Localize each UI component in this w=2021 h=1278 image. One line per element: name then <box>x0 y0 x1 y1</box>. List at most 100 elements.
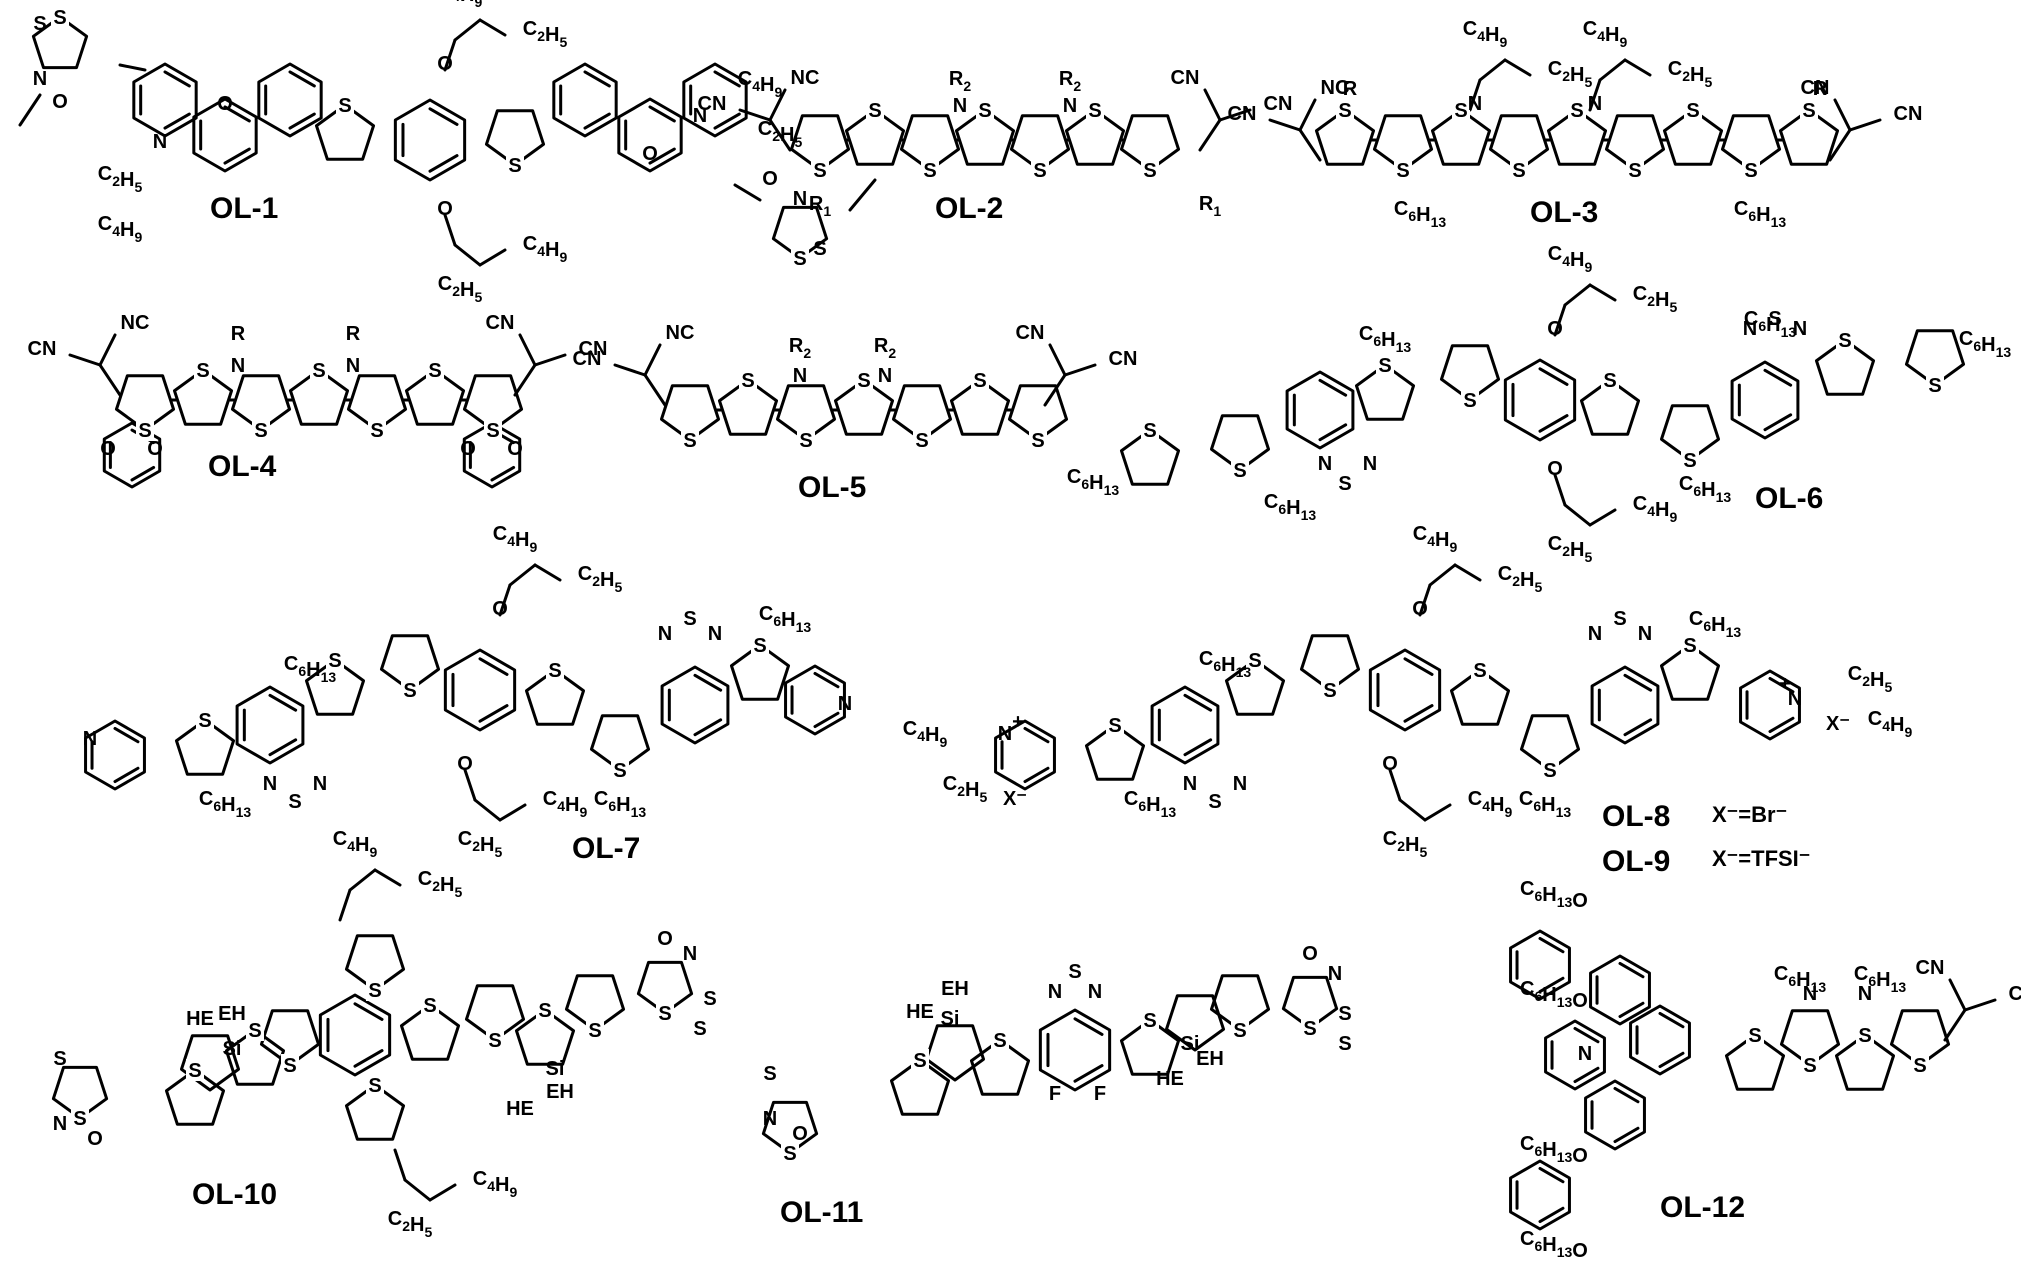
thiophene-ring <box>230 374 292 432</box>
hetero-atom: S <box>1248 650 1261 672</box>
compound-label-ol10: OL-10 <box>192 1178 277 1211</box>
hetero-atom: S <box>1463 390 1476 412</box>
hetero-atom: S <box>793 248 806 270</box>
benzene-ring <box>235 685 305 765</box>
atom-label: O <box>507 438 523 460</box>
thiophene-ring <box>899 114 961 172</box>
counterion-label: X⁻ <box>1826 713 1850 735</box>
benzene-ring <box>660 665 730 745</box>
nitrile-group: CN <box>579 338 608 360</box>
bond <box>338 888 352 922</box>
hetero-atom: S <box>1603 370 1616 392</box>
bond <box>163 112 191 130</box>
atom-label: N <box>1183 773 1197 795</box>
bond <box>1768 676 1795 694</box>
bond <box>1763 368 1793 387</box>
benzene-ring <box>192 97 258 173</box>
hetero-atom: S <box>741 370 754 392</box>
hetero-atom: S <box>978 100 991 122</box>
thiophene-ring <box>789 114 851 172</box>
bond <box>1423 803 1452 822</box>
substituent-c6h13: C6H13 <box>1744 308 1796 340</box>
bond <box>1538 414 1569 433</box>
bond <box>478 704 509 723</box>
thiophene-ring <box>1209 414 1271 472</box>
thiophene-ring <box>1007 384 1069 442</box>
thiophene-ring <box>891 384 953 442</box>
hetero-atom: S <box>683 430 696 452</box>
bond <box>428 154 459 173</box>
atom-label: HE <box>1156 1068 1184 1090</box>
thiophene-ring <box>1659 643 1721 701</box>
bond <box>353 1002 384 1021</box>
bond <box>98 333 117 367</box>
hetero-atom: S <box>403 680 416 702</box>
hetero-atom: S <box>1803 1055 1816 1077</box>
bond <box>1023 726 1050 744</box>
thiophene-ring <box>1224 658 1286 716</box>
atom-label: N <box>1588 93 1602 115</box>
hetero-atom: S <box>1033 160 1046 182</box>
thiophene-ring <box>1119 1018 1181 1076</box>
thiophene-ring <box>224 1028 286 1086</box>
bond <box>1398 798 1427 822</box>
substituent-c2h5: C2H5 <box>458 828 503 860</box>
thiophene-ring <box>31 15 89 70</box>
atom-label: O <box>1302 943 1318 965</box>
bond <box>1573 1066 1600 1084</box>
substituent-c2h5: C2H5 <box>1498 563 1543 595</box>
bond <box>478 657 509 676</box>
nitrile-group: CN <box>1916 957 1945 979</box>
atom-label: S <box>813 238 826 260</box>
benzene-ring <box>1509 929 1571 1001</box>
atom-label: N <box>1638 623 1652 645</box>
compound-label-ol11: OL-11 <box>780 1196 863 1229</box>
bond <box>1943 1008 1967 1042</box>
atom-label: N <box>346 355 360 377</box>
hetero-atom: S <box>1396 160 1409 182</box>
thiophene-ring <box>761 1100 819 1155</box>
bond <box>453 18 482 42</box>
benzene-ring <box>1589 954 1651 1026</box>
benzene-ring <box>552 62 618 138</box>
substituent-c2h5: C2H5 <box>418 868 463 900</box>
substituent-c4h9: C4H9 <box>333 828 378 860</box>
benzene-ring <box>1739 669 1801 741</box>
bond <box>118 63 147 72</box>
bond <box>268 738 298 757</box>
atom-label: O <box>642 143 658 165</box>
benzene-ring <box>1503 358 1577 442</box>
atom-label: + <box>1779 673 1791 695</box>
bond <box>1073 1017 1104 1036</box>
atom-label: N <box>1468 93 1482 115</box>
atom-label: N <box>708 623 722 645</box>
substituent-c6h13: C6H13 <box>594 788 646 820</box>
bond <box>373 868 402 887</box>
nitrile-group: CN <box>1109 348 1138 370</box>
hetero-atom: S <box>1323 680 1336 702</box>
bond <box>1198 118 1222 152</box>
bond <box>1298 98 1317 132</box>
bond <box>738 108 772 122</box>
compound-label-ol9: OL-9 <box>1602 845 1670 878</box>
thiophene-ring <box>1372 114 1434 172</box>
substituent-c4h9: C4H9 <box>438 0 483 10</box>
hetero-atom: S <box>1378 355 1391 377</box>
substituent-c2h5: C2H5 <box>1848 663 1893 695</box>
bond <box>113 766 140 784</box>
thiophene-ring <box>1064 108 1126 166</box>
atom-label: S <box>1338 1003 1351 1025</box>
atom-label: N <box>693 105 707 127</box>
hetero-atom: S <box>368 1075 381 1097</box>
bond <box>288 112 316 130</box>
hetero-atom: S <box>1143 160 1156 182</box>
substituent-c4h9: C4H9 <box>1583 18 1628 50</box>
benzene-ring <box>682 62 748 138</box>
bond <box>848 178 877 212</box>
substituent-c6h13: C6H13 <box>1959 328 2011 360</box>
atom-label: O <box>52 91 68 113</box>
bond-layer <box>18 15 1997 1231</box>
substituent-c2h5: C2H5 <box>578 563 623 595</box>
atom-label: S <box>1068 961 1081 983</box>
hetero-atom: S <box>1108 715 1121 737</box>
